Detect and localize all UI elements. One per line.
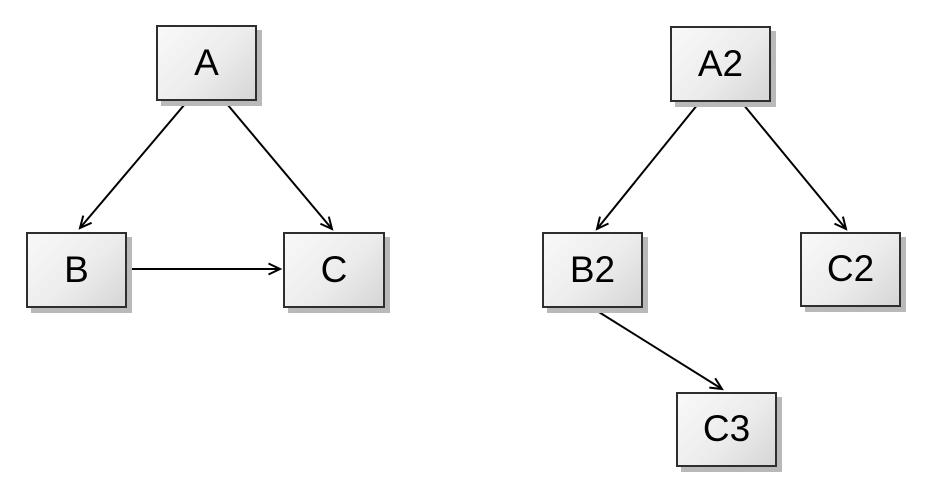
node-B2[interactable]: B2 xyxy=(542,232,643,308)
node-label: C3 xyxy=(702,408,751,449)
node-label: B2 xyxy=(569,248,616,290)
edge-A-B[interactable] xyxy=(78,103,186,230)
node-label: C2 xyxy=(826,248,875,289)
node-A2[interactable]: A2 xyxy=(670,26,771,102)
edge-A2-C2[interactable] xyxy=(742,103,848,231)
node-label: A2 xyxy=(697,42,744,84)
node-C2[interactable]: C2 xyxy=(800,232,901,307)
node-label: C xyxy=(320,248,348,290)
node-C[interactable]: C xyxy=(283,232,385,308)
edge-A2-B2[interactable] xyxy=(595,103,699,231)
node-label: B xyxy=(64,248,89,290)
edge-B2-C3[interactable] xyxy=(593,308,724,391)
node-B[interactable]: B xyxy=(26,232,127,308)
edge-A-C[interactable] xyxy=(226,103,334,231)
node-C3[interactable]: C3 xyxy=(676,392,777,467)
node-label: A xyxy=(194,41,219,83)
node-A[interactable]: A xyxy=(156,25,257,101)
